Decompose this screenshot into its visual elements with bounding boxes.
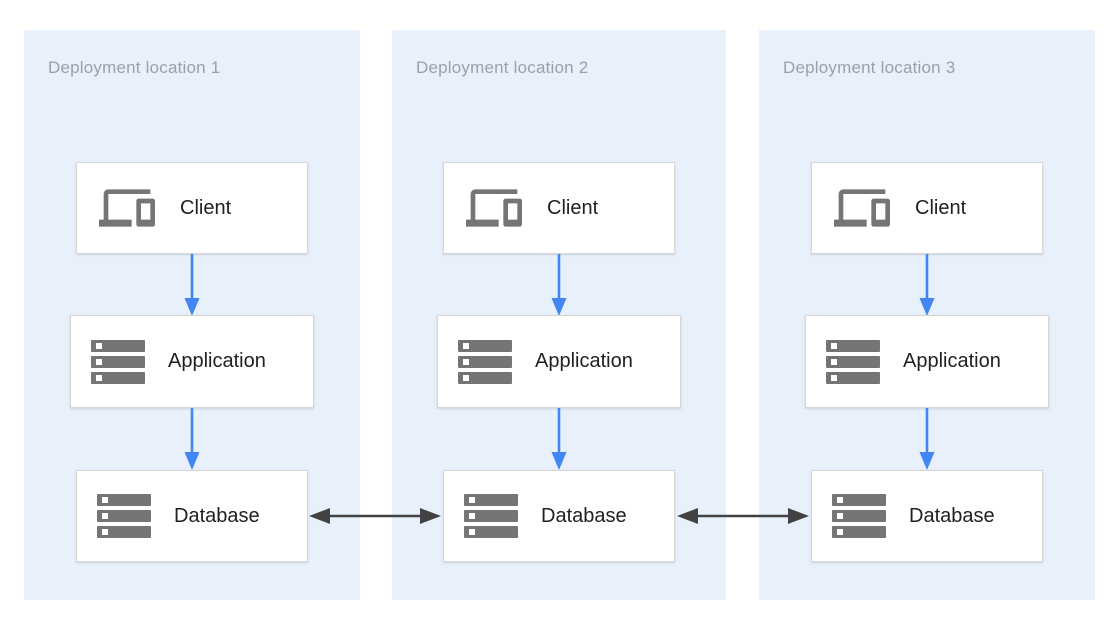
- bidirectional-arrow: [309, 508, 441, 524]
- node-label: Database: [174, 504, 260, 527]
- node-label: Client: [180, 196, 232, 219]
- client-node: Client: [76, 162, 308, 254]
- database-node: Database: [76, 470, 308, 562]
- node-label: Database: [541, 504, 627, 527]
- client-node: Client: [811, 162, 1043, 254]
- server-rack-icon: [97, 494, 151, 538]
- devices-icon: [834, 189, 890, 227]
- database-node: Database: [811, 470, 1043, 562]
- node-label: Application: [903, 350, 1001, 372]
- down-arrow: [184, 408, 200, 470]
- client-node: Client: [443, 162, 675, 254]
- devices-icon: [466, 189, 522, 227]
- application-node: Application: [805, 315, 1049, 408]
- server-rack-icon: [832, 494, 886, 538]
- down-arrow: [551, 254, 567, 316]
- down-arrow: [551, 408, 567, 470]
- database-node: Database: [443, 470, 675, 562]
- panel-title: Deployment location 2: [416, 58, 589, 77]
- panel-title: Deployment location 1: [48, 58, 221, 77]
- server-rack-icon: [826, 339, 880, 384]
- deployment-location-3-panel: Deployment location 3 Client: [759, 30, 1095, 600]
- down-arrow: [919, 408, 935, 470]
- bidirectional-arrow: [677, 508, 809, 524]
- deployment-location-2-panel: Deployment location 2 Client: [392, 30, 726, 600]
- down-arrow: [919, 254, 935, 316]
- panel-title: Deployment location 3: [783, 58, 956, 77]
- node-label: Application: [535, 350, 633, 372]
- deployment-location-1-panel: Deployment location 1 Client: [24, 30, 360, 600]
- application-node: Application: [437, 315, 681, 408]
- node-label: Application: [168, 350, 266, 372]
- devices-icon: [99, 189, 155, 227]
- node-label: Client: [547, 196, 599, 219]
- application-node: Application: [70, 315, 314, 408]
- node-label: Client: [915, 196, 967, 219]
- server-rack-icon: [464, 494, 518, 538]
- server-rack-icon: [91, 339, 145, 384]
- server-rack-icon: [458, 339, 512, 384]
- down-arrow: [184, 254, 200, 316]
- node-label: Database: [909, 504, 995, 527]
